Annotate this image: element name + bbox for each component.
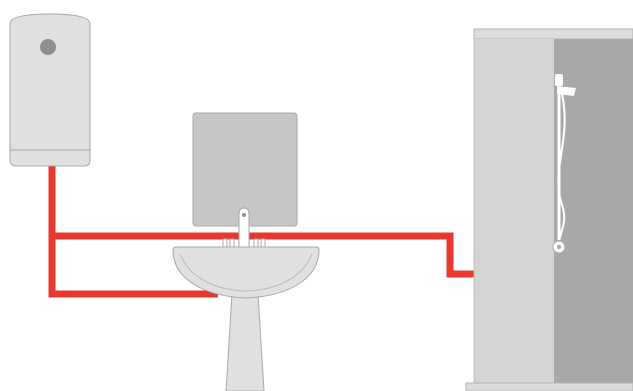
shower-head	[557, 86, 576, 96]
sink-icon	[172, 207, 320, 391]
faucet-icon	[222, 207, 266, 248]
water-heater-icon	[9, 13, 91, 167]
shower-cabin-icon	[465, 28, 633, 391]
faucet-spout	[238, 207, 250, 248]
shower-valve-center	[557, 245, 561, 249]
shower-right-panel	[554, 39, 633, 391]
shower-hose	[557, 93, 566, 239]
water-heater-body	[9, 13, 91, 167]
pipe-main-run	[52, 232, 478, 278]
sink-bowl-rim	[179, 253, 313, 292]
shower-rail-top-mount	[555, 74, 563, 86]
tap-right	[253, 238, 266, 248]
shower-tray	[465, 382, 633, 391]
shower-top-rail	[473, 28, 633, 40]
faucet-tip	[242, 213, 246, 217]
shower-left-panel	[474, 39, 554, 391]
tap-left	[222, 238, 235, 248]
sink-basin	[172, 246, 320, 299]
water-heater-gauge	[40, 39, 56, 55]
pipe-heater-down	[48, 163, 218, 298]
sink-pedestal	[225, 293, 265, 391]
hot-water-pipes	[48, 163, 478, 298]
shower-head-icon	[552, 74, 576, 254]
